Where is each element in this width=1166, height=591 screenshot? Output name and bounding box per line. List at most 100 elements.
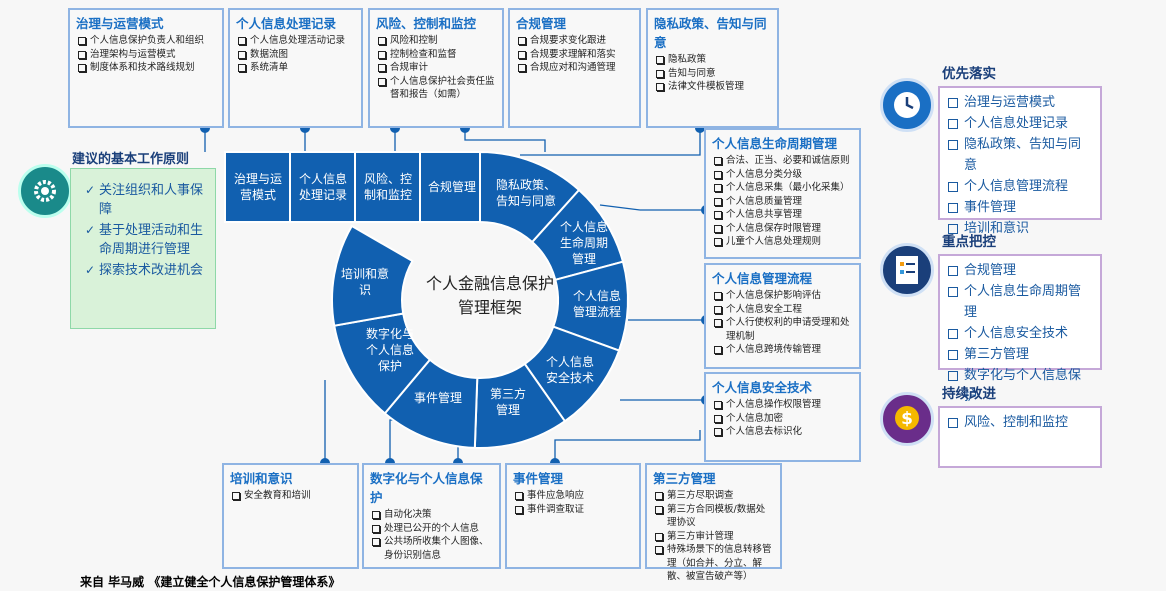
priority-title: 优先落实 xyxy=(942,66,996,82)
box-risk: 风险、控制和监控风险和控制控制检查和监督合规审计个人信息保护社会责任监督和报告（… xyxy=(368,8,504,128)
segment-label: 风险、控制和监控 xyxy=(364,172,413,202)
box-lifecycle: 个人信息生命周期管理合法、正当、必要和诚信原则个人信息分类分级个人信息采集（最小… xyxy=(704,128,861,259)
principle-item: 关注组织和人事保障 xyxy=(85,181,209,219)
box-records: 个人信息处理记录个人信息处理活动记录数据流图系统清单 xyxy=(228,8,363,128)
center-title: 个人金融信息保护管理框架 xyxy=(425,274,554,317)
box-item: 第三方尽职调查 xyxy=(653,489,774,503)
segment-label: 隐私政策、告知与同意 xyxy=(496,178,557,208)
box-title: 风险、控制和监控 xyxy=(376,16,477,31)
segment-label: 个人信息管理流程 xyxy=(573,289,622,319)
priority-item: 数字化与个人信息保护 xyxy=(948,365,1092,407)
segment-label: 事件管理 xyxy=(414,391,463,405)
box-item: 数据流图 xyxy=(236,48,355,62)
box-item: 系统清单 xyxy=(236,61,355,75)
priority-item: 个人信息处理记录 xyxy=(948,113,1092,134)
box-title: 个人信息处理记录 xyxy=(236,16,337,31)
priority-item: 个人信息安全技术 xyxy=(948,323,1092,344)
segment-label: 合规管理 xyxy=(428,180,477,194)
priority-item: 个人信息管理流程 xyxy=(948,176,1092,197)
box-digital: 数字化与个人信息保护自动化决策处理已公开的个人信息公共场所收集个人图像、身份识别… xyxy=(362,463,501,569)
principle-item: 探索技术改进机会 xyxy=(85,261,209,280)
box-item: 事件应急响应 xyxy=(513,489,633,503)
box-item: 个人信息去标识化 xyxy=(712,425,853,439)
box-item: 法律文件模板管理 xyxy=(654,80,771,94)
principles-box: 关注组织和人事保障 基于处理活动和生命周期进行管理 探索技术改进机会 xyxy=(70,168,216,329)
box-item: 隐私政策 xyxy=(654,53,771,67)
dollar-icon: $ xyxy=(880,392,934,446)
box-item: 制度体系和技术路线规划 xyxy=(76,61,216,75)
box-item: 合规应对和沟通管理 xyxy=(516,61,633,75)
box-item: 治理架构与运营模式 xyxy=(76,48,216,62)
priority-item: 隐私政策、告知与同意 xyxy=(948,134,1092,176)
box-item: 个人信息操作权限管理 xyxy=(712,398,853,412)
box-item: 个人行使权利的申请受理和处理机制 xyxy=(712,316,853,343)
checklist-icon xyxy=(880,243,934,297)
box-item: 第三方合同模板/数据处理协议 xyxy=(653,503,774,530)
box-item: 公共场所收集个人图像、身份识别信息 xyxy=(370,535,493,562)
box-title: 治理与运营模式 xyxy=(76,16,164,31)
box-item: 特殊场景下的信息转移管理（如合并、分立、解散、被宣告破产等） xyxy=(653,543,774,584)
box-incident: 事件管理事件应急响应事件调查取证 xyxy=(505,463,641,569)
box-training: 培训和意识安全教育和培训 xyxy=(222,463,359,569)
box-item: 安全教育和培训 xyxy=(230,489,351,503)
box-title: 数字化与个人信息保护 xyxy=(370,471,483,505)
box-privacy: 隐私政策、告知与同意隐私政策告知与同意法律文件模板管理 xyxy=(646,8,779,128)
box-item: 个人信息质量管理 xyxy=(712,195,853,209)
box-item: 个人信息共享管理 xyxy=(712,208,853,222)
head-gear-icon xyxy=(18,164,72,218)
box-title: 个人信息管理流程 xyxy=(712,271,813,286)
priority-title: 重点把控 xyxy=(942,234,996,250)
box-title: 事件管理 xyxy=(513,471,564,486)
box-item: 控制检查和监督 xyxy=(376,48,496,62)
segment-11 xyxy=(331,224,414,327)
source-footer: 来自 毕马威 《建立健全个人信息保护管理体系》 xyxy=(80,575,341,589)
box-title: 第三方管理 xyxy=(653,471,716,486)
segment-label: 第三方管理 xyxy=(490,387,527,417)
box-title: 个人信息安全技术 xyxy=(712,380,813,395)
box-compliance: 合规管理合规要求变化跟进合规要求理解和落实合规应对和沟通管理 xyxy=(508,8,641,128)
box-item: 事件调查取证 xyxy=(513,503,633,517)
box-process: 个人信息管理流程个人信息保护影响评估个人信息安全工程个人行使权利的申请受理和处理… xyxy=(704,263,861,369)
principles-title: 建议的基本工作原则 xyxy=(72,152,190,167)
box-item: 儿童个人信息处理规则 xyxy=(712,235,853,249)
box-item: 个人信息采集（最小化采集） xyxy=(712,181,853,195)
box-item: 个人信息保存时限管理 xyxy=(712,222,853,236)
priority-item: 风险、控制和监控 xyxy=(948,412,1092,433)
priority-box: 合规管理个人信息生命周期管理个人信息安全技术第三方管理数字化与个人信息保护 xyxy=(938,254,1102,404)
box-item: 处理已公开的个人信息 xyxy=(370,522,493,536)
box-item: 个人信息安全工程 xyxy=(712,303,853,317)
box-item: 个人信息保护负责人和组织 xyxy=(76,34,216,48)
box-thirdparty: 第三方管理第三方尽职调查第三方合同模板/数据处理协议第三方审计管理特殊场景下的信… xyxy=(645,463,782,582)
box-governance: 治理与运营模式个人信息保护负责人和组织治理架构与运营模式制度体系和技术路线规划 xyxy=(68,8,224,128)
box-item: 合规要求变化跟进 xyxy=(516,34,633,48)
box-item: 风险和控制 xyxy=(376,34,496,48)
box-item: 个人信息分类分级 xyxy=(712,168,853,182)
priority-box: 风险、控制和监控 xyxy=(938,406,1102,468)
segment-label: 治理与运营模式 xyxy=(234,172,283,202)
box-item: 个人信息保护影响评估 xyxy=(712,289,853,303)
svg-text:$: $ xyxy=(901,409,913,429)
box-title: 合规管理 xyxy=(516,16,567,31)
principle-item: 基于处理活动和生命周期进行管理 xyxy=(85,221,209,259)
box-item: 告知与同意 xyxy=(654,67,771,81)
box-item: 自动化决策 xyxy=(370,508,493,522)
box-item: 个人信息处理活动记录 xyxy=(236,34,355,48)
segment-label: 个人信息处理记录 xyxy=(299,172,348,202)
segment-label: 数字化与个人信息保护 xyxy=(366,327,415,373)
box-security: 个人信息安全技术个人信息操作权限管理个人信息加密个人信息去标识化 xyxy=(704,372,861,462)
segment-label: 个人信息生命周期管理 xyxy=(560,220,609,266)
box-item: 合规审计 xyxy=(376,61,496,75)
priority-item: 个人信息生命周期管理 xyxy=(948,281,1092,323)
box-title: 个人信息生命周期管理 xyxy=(712,136,838,151)
priority-item: 治理与运营模式 xyxy=(948,92,1092,113)
priority-title: 持续改进 xyxy=(942,386,996,402)
box-title: 隐私政策、告知与同意 xyxy=(654,16,767,50)
priority-item: 合规管理 xyxy=(948,260,1092,281)
segment-label: 个人信息安全技术 xyxy=(546,355,595,385)
box-item: 个人信息加密 xyxy=(712,412,853,426)
box-item: 个人信息保护社会责任监督和报告（如需） xyxy=(376,75,496,102)
clock-icon xyxy=(880,78,934,132)
box-item: 第三方审计管理 xyxy=(653,530,774,544)
priority-box: 治理与运营模式个人信息处理记录隐私政策、告知与同意个人信息管理流程事件管理培训和… xyxy=(938,86,1102,236)
box-item: 合规要求理解和落实 xyxy=(516,48,633,62)
